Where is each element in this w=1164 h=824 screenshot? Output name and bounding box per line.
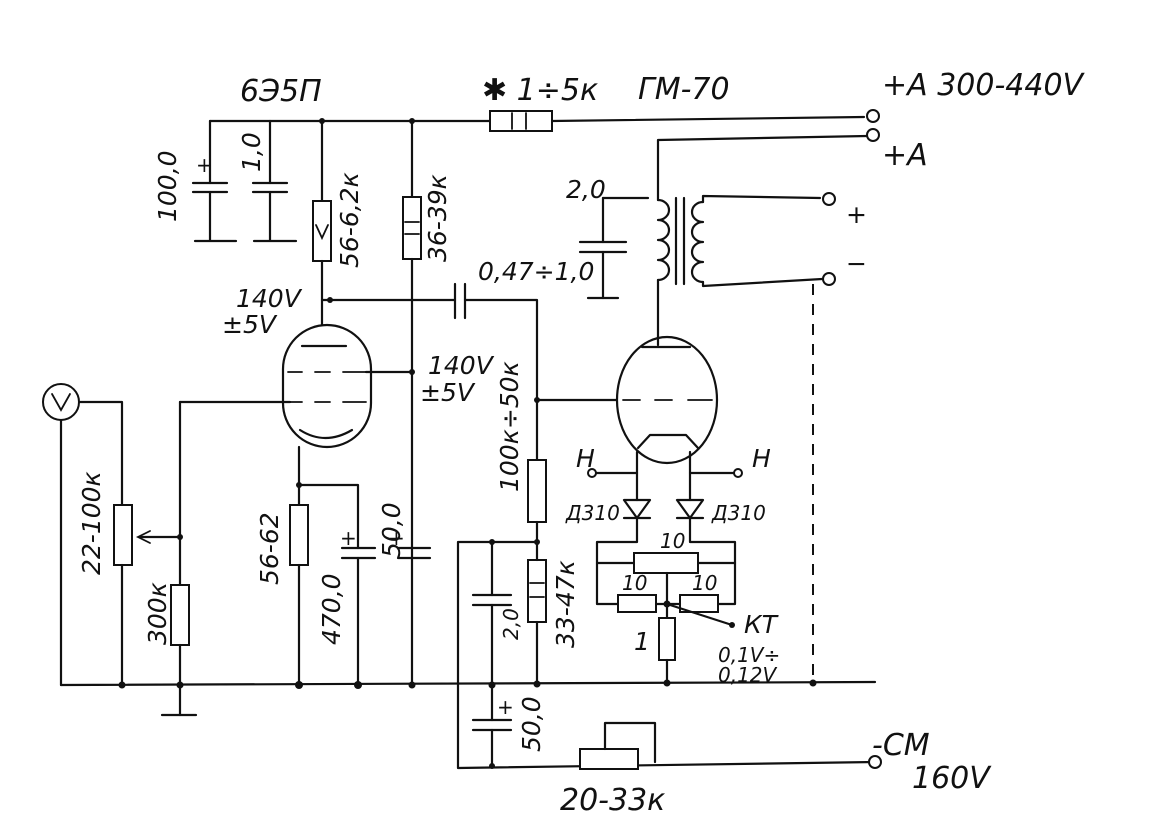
supply-a-terminal <box>866 109 880 123</box>
label-cap-2-bias: 2,0 <box>499 608 523 640</box>
driver-tube <box>178 298 415 487</box>
coupling-capacitor <box>320 282 539 462</box>
grid-leak-resistor <box>527 459 547 523</box>
svg-text:+: + <box>340 526 357 550</box>
filter-capacitors: + <box>191 119 298 243</box>
label-res-10-right: 10 <box>692 571 717 595</box>
diode-left <box>622 498 652 520</box>
bias-resistor <box>527 559 547 623</box>
balance-resistor <box>633 552 699 574</box>
label-cap-coupling: 0,47÷1,0 <box>478 257 594 286</box>
label-res-10-top: 10 <box>660 529 685 553</box>
label-pot-bias: 20-33к <box>560 783 665 818</box>
sense-resistor <box>658 617 676 661</box>
svg-text:+: + <box>388 526 405 550</box>
driver-load-resistors <box>312 118 422 687</box>
label-anode-volt: 140V <box>236 284 303 313</box>
label-pot-input: 22-100к <box>77 471 106 575</box>
label-heater-right: Н <box>752 444 771 473</box>
label-kt-v1: 0,1V÷ <box>718 643 780 667</box>
label-cap-cath: 470,0 <box>317 573 346 645</box>
label-cap-100: 100,0 <box>153 150 182 222</box>
label-driver-tube: 6Э5П <box>240 74 322 109</box>
screen-resistor <box>402 196 422 260</box>
diode-right <box>675 498 705 520</box>
cathode-resistor <box>289 504 309 566</box>
output-bias-network: + <box>456 397 882 770</box>
label-res-anode: 56-6,2к <box>335 172 364 268</box>
anode-resistor <box>312 200 332 262</box>
driver-cathode-network: + + <box>289 482 432 687</box>
label-res-grid-top: 100к÷50к <box>495 361 524 492</box>
top-supply-rail <box>208 109 880 202</box>
svg-text:+: + <box>196 153 213 177</box>
label-out-minus: − <box>846 249 867 278</box>
label-kt: КТ <box>744 610 779 639</box>
bias-terminal <box>868 755 882 769</box>
heater-terminal-left <box>587 468 597 478</box>
label-cap-2: 2,0 <box>566 175 606 204</box>
label-res-10-left: 10 <box>622 571 647 595</box>
label-anode-tol: ±5V <box>222 310 278 339</box>
ground-rail <box>59 679 877 689</box>
svg-text:+: + <box>497 695 514 719</box>
output-tube <box>587 335 743 478</box>
label-res-300: 300к <box>143 582 172 645</box>
output-transformer <box>578 192 836 683</box>
label-screen-volt: 140V <box>428 351 495 380</box>
label-diode-right: Д310 <box>711 501 766 525</box>
schematic-labels: 6Э5П ✱ 1÷5к ГМ-70 +A 300-440V +A 100,0 1… <box>77 68 1086 818</box>
label-res-1: 1 <box>634 627 650 656</box>
resistor-10-left <box>617 594 657 613</box>
label-cap-50-bias: 50,0 <box>517 696 546 752</box>
label-heater-left: Н <box>576 444 595 473</box>
label-cap-1: 1,0 <box>237 132 266 172</box>
label-output-tube: ГМ-70 <box>638 72 730 107</box>
heater-terminal-right <box>733 468 743 478</box>
label-bias-volt: 160V <box>912 761 992 796</box>
heater-balance-network <box>595 471 737 685</box>
input-section <box>42 383 198 717</box>
bias-potentiometer <box>579 748 639 770</box>
label-supply-range: +A 300-440V <box>882 68 1086 103</box>
label-cap-screen: 50,0 <box>377 502 406 558</box>
label-res-grid-bot: 33-47к <box>551 560 580 648</box>
input-signal-source <box>42 383 80 421</box>
grid-resistor <box>170 584 190 646</box>
output-plus-terminal <box>822 192 836 206</box>
supply-a2-terminal <box>866 128 880 142</box>
label-dropper-resistor: ✱ 1÷5к <box>482 73 598 108</box>
label-res-screen: 36-39к <box>423 174 452 262</box>
output-minus-terminal <box>822 272 836 286</box>
driver-tube-envelope <box>281 323 373 449</box>
label-bias: -СМ <box>872 728 930 763</box>
dropper-resistor <box>489 110 553 132</box>
label-supply-a: +A <box>882 138 928 173</box>
label-kt-v2: 0,12V <box>718 663 778 687</box>
label-res-cath: 56-62 <box>255 512 284 585</box>
label-screen-tol: ±5V <box>420 378 476 407</box>
label-diode-left: Д310 <box>565 501 620 525</box>
label-out-plus: + <box>846 200 867 229</box>
input-potentiometer <box>113 504 133 566</box>
